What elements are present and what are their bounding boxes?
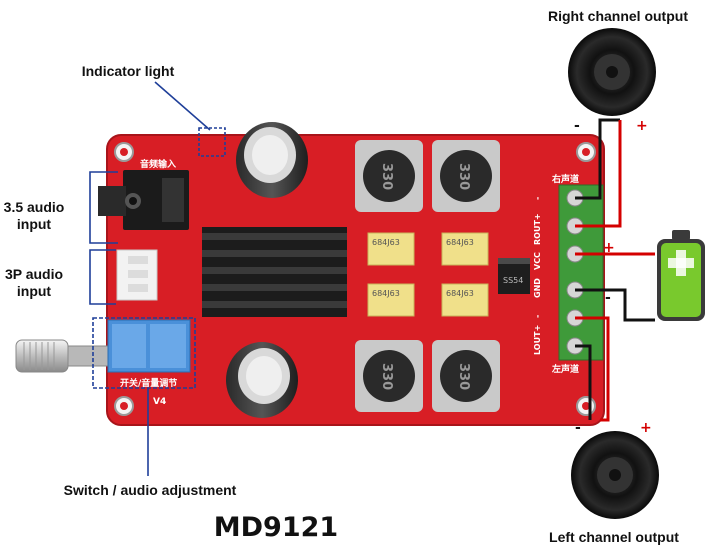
audio3p-input-label-line1: 3P audio xyxy=(5,266,63,282)
wires xyxy=(575,118,655,422)
polarity-battery-plus: + xyxy=(603,240,615,256)
left-channel-output-label: Left channel output xyxy=(549,529,679,545)
audio3p-input-label-line2: input xyxy=(17,283,52,299)
polarity-left-plus: + xyxy=(640,420,652,436)
electrolytic-capacitor-top xyxy=(236,122,308,198)
callout-audio35-bracket xyxy=(89,171,118,244)
board-label-left: 左声道 xyxy=(551,363,579,375)
polarity-left-minus: - xyxy=(575,420,581,436)
terminal-label-1: ROUT+ xyxy=(533,213,542,245)
film-cap-code-3: 684J63 xyxy=(372,289,400,298)
heat-sink xyxy=(202,227,347,317)
audio35-input-label-line1: 3.5 audio xyxy=(4,199,65,215)
speaker-left xyxy=(571,431,659,519)
battery-icon xyxy=(657,230,705,321)
volume-potentiometer xyxy=(15,319,191,373)
inductor-code-4: 330 xyxy=(456,363,471,390)
inductor-code-1: 330 xyxy=(379,163,394,190)
diode xyxy=(498,258,530,294)
terminal-label-0: - xyxy=(533,197,542,200)
speaker-right xyxy=(568,28,656,116)
connector-3p xyxy=(116,249,158,301)
board-label-right: 右声道 xyxy=(551,173,579,185)
inductors xyxy=(355,140,500,412)
polarity-battery-minus: - xyxy=(605,290,611,306)
terminal-label-3: GND xyxy=(533,278,542,298)
terminal-block xyxy=(558,184,604,361)
callout-indicator xyxy=(154,81,226,157)
right-channel-output-label: Right channel output xyxy=(548,8,688,24)
indicator-light-label: Indicator light xyxy=(82,63,175,79)
electrolytic-capacitor-bottom xyxy=(226,342,298,418)
callout-audio3p-bracket xyxy=(89,249,116,305)
terminal-label-5: LOUT+ xyxy=(533,325,542,355)
terminal-label-2: VCC xyxy=(533,252,542,270)
terminal-label-4: - xyxy=(533,315,542,318)
inductor-code-2: 330 xyxy=(456,163,471,190)
audio35-input-label-line2: input xyxy=(17,216,52,232)
diode-code: SS54 xyxy=(503,276,523,285)
board-label-version: V4 xyxy=(153,397,166,407)
inductor-code-3: 330 xyxy=(379,363,394,390)
board-label-audio-in: 音频输入 xyxy=(140,158,176,170)
polarity-right-minus: - xyxy=(574,118,580,134)
film-cap-code-1: 684J63 xyxy=(372,238,400,247)
film-cap-code-4: 684J63 xyxy=(446,289,474,298)
film-cap-code-2: 684J63 xyxy=(446,238,474,247)
model-title: MD9121 xyxy=(214,512,338,543)
switch-audio-adjustment-label: Switch / audio adjustment xyxy=(64,482,237,498)
board-label-switch: 开关/音量调节 xyxy=(120,377,177,389)
polarity-right-plus: + xyxy=(636,118,648,134)
callout-switch-box xyxy=(92,317,196,476)
audio-jack-3-5mm xyxy=(98,170,189,230)
film-capacitors xyxy=(367,232,489,317)
